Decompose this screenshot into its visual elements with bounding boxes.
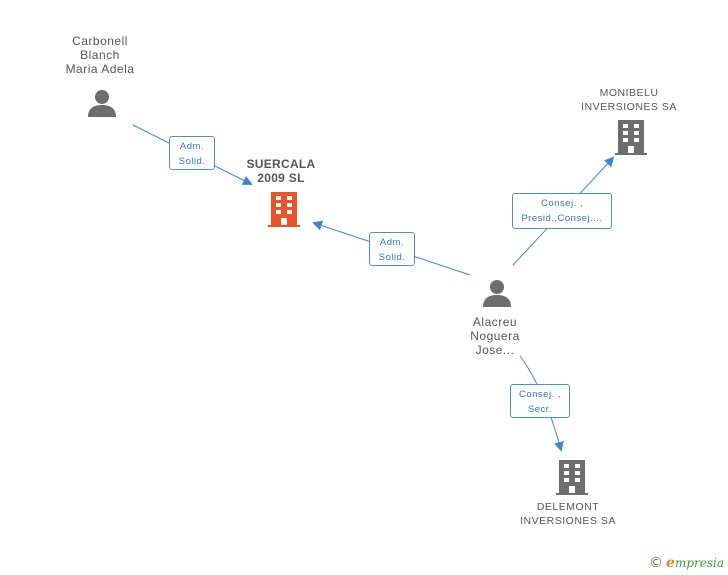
building-icon[interactable] <box>556 460 588 495</box>
node-label-monibelu: MONIBELU INVERSIONES SA <box>569 86 689 114</box>
node-label-line: Carbonell <box>72 34 128 48</box>
brand-footer: © e mpresia <box>649 555 724 571</box>
edge-label-line: Consej. , <box>519 389 561 400</box>
edge-label-alacreu-suercala[interactable]: Adm. Solid. <box>369 232 415 266</box>
node-label-delemont: DELEMONT INVERSIONES SA <box>508 500 628 528</box>
node-label-suercala: SUERCALA 2009 SL <box>221 157 341 185</box>
edge-label-line: Consej. , <box>541 198 583 209</box>
node-label-alacreu: Alacreu Noguera Jose... <box>435 315 555 357</box>
node-label-line: DELEMONT <box>536 501 600 513</box>
node-label-line: Noguera <box>470 329 520 343</box>
person-icon[interactable] <box>482 278 512 308</box>
node-label-line: SUERCALA <box>246 157 316 171</box>
edge-label-alacreu-monibelu[interactable]: Consej. , Presid.,Consej.... <box>512 193 612 229</box>
edge-label-alacreu-delemont[interactable]: Consej. , Secr. <box>510 384 570 418</box>
edge-label-line: Solid. <box>378 252 406 263</box>
building-icon[interactable] <box>615 120 647 155</box>
copyright-symbol: © <box>649 555 664 571</box>
edge-label-carbonell-suercala[interactable]: Adm. Solid. <box>169 136 215 170</box>
node-label-line: Jose... <box>475 343 515 357</box>
node-label-line: Alacreu <box>472 315 518 329</box>
node-label-carbonell: Carbonell Blanch Maria Adela <box>40 34 160 76</box>
node-label-line: Blanch <box>80 48 120 62</box>
brand-initial: e <box>666 555 675 571</box>
node-label-line: 2009 SL <box>257 171 305 185</box>
node-label-line: INVERSIONES SA <box>520 515 616 527</box>
edge-label-line: Presid.,Consej.... <box>521 213 603 224</box>
node-label-line: Maria Adela <box>65 62 135 76</box>
brand-name: mpresia <box>674 556 724 570</box>
edge-label-line: Secr. <box>527 404 553 415</box>
edge-label-line: Adm. <box>179 141 205 152</box>
edge-label-line: Adm. <box>379 237 405 248</box>
building-icon[interactable] <box>268 192 300 227</box>
node-label-line: MONIBELU <box>599 87 659 99</box>
person-icon[interactable] <box>87 88 117 118</box>
edge-label-line: Solid. <box>178 156 206 167</box>
node-label-line: INVERSIONES SA <box>581 101 677 113</box>
